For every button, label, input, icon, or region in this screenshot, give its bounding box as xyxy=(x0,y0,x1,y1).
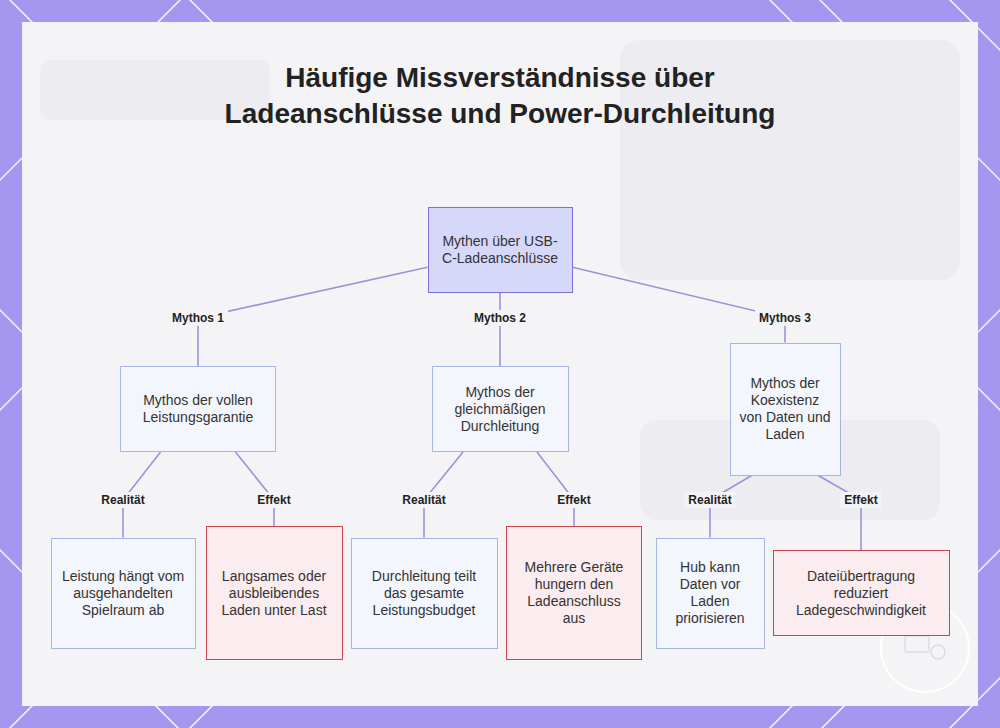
edge-label: Realität xyxy=(684,492,735,508)
node-text: Mehrere Geräte hungern den Ladeanschluss… xyxy=(515,559,633,627)
connector-line xyxy=(818,476,861,551)
node-text: Mythos der vollen Leistungsgarantie xyxy=(129,392,267,426)
connector-line xyxy=(573,267,786,342)
edge-label: Realität xyxy=(398,492,449,508)
effect-box: Mehrere Geräte hungern den Ladeanschluss… xyxy=(506,526,642,660)
node-text: Mythos der Koexistenz von Daten und Lade… xyxy=(739,375,832,443)
node-text: Durchleitung teilt das gesamte Leistungs… xyxy=(360,568,489,619)
node-text: Leistung hängt vom ausgehandelten Spielr… xyxy=(60,568,187,619)
edge-label: Effekt xyxy=(553,492,594,508)
diagram-title: Häufige Missverständnisse über Ladeansch… xyxy=(220,60,780,132)
node-text: Mythen über USB-C-Ladeanschlüsse xyxy=(437,233,564,267)
blurred-backdrop xyxy=(40,40,960,520)
root-box: Mythen über USB-C-Ladeanschlüsse xyxy=(428,207,573,293)
node-text: Hub kann Daten vor Laden priorisieren xyxy=(665,559,756,627)
node-text: Mythos der gleichmäßigen Durchleitung xyxy=(441,384,560,435)
edge-label: Mythos 2 xyxy=(470,310,530,326)
connector-line xyxy=(499,293,501,366)
watermark-symbol xyxy=(905,636,945,659)
effect-box: Langsames oder ausbleibendes Laden unter… xyxy=(206,526,343,660)
edge-label: Effekt xyxy=(840,492,881,508)
myth-box: Mythos der gleichmäßigen Durchleitung xyxy=(432,366,569,452)
node-text: Langsames oder ausbleibendes Laden unter… xyxy=(215,568,334,619)
card xyxy=(22,22,978,706)
connector-line xyxy=(537,452,574,526)
reality-box: Durchleitung teilt das gesamte Leistungs… xyxy=(351,538,498,649)
edge-label: Realität xyxy=(97,492,148,508)
node-text: Dateiübertragung reduziert Ladegeschwind… xyxy=(782,568,941,619)
connector-line xyxy=(235,452,274,526)
edge-label: Mythos 3 xyxy=(755,310,815,326)
effect-box: Dateiübertragung reduziert Ladegeschwind… xyxy=(773,550,950,636)
myth-box: Mythos der Koexistenz von Daten und Lade… xyxy=(730,343,841,476)
reality-box: Leistung hängt vom ausgehandelten Spielr… xyxy=(51,538,196,649)
edge-label: Effekt xyxy=(253,492,294,508)
edge-label: Mythos 1 xyxy=(168,310,228,326)
reality-box: Hub kann Daten vor Laden priorisieren xyxy=(656,538,765,649)
connector-line xyxy=(198,267,428,366)
myth-box: Mythos der vollen Leistungsgarantie xyxy=(120,366,276,452)
